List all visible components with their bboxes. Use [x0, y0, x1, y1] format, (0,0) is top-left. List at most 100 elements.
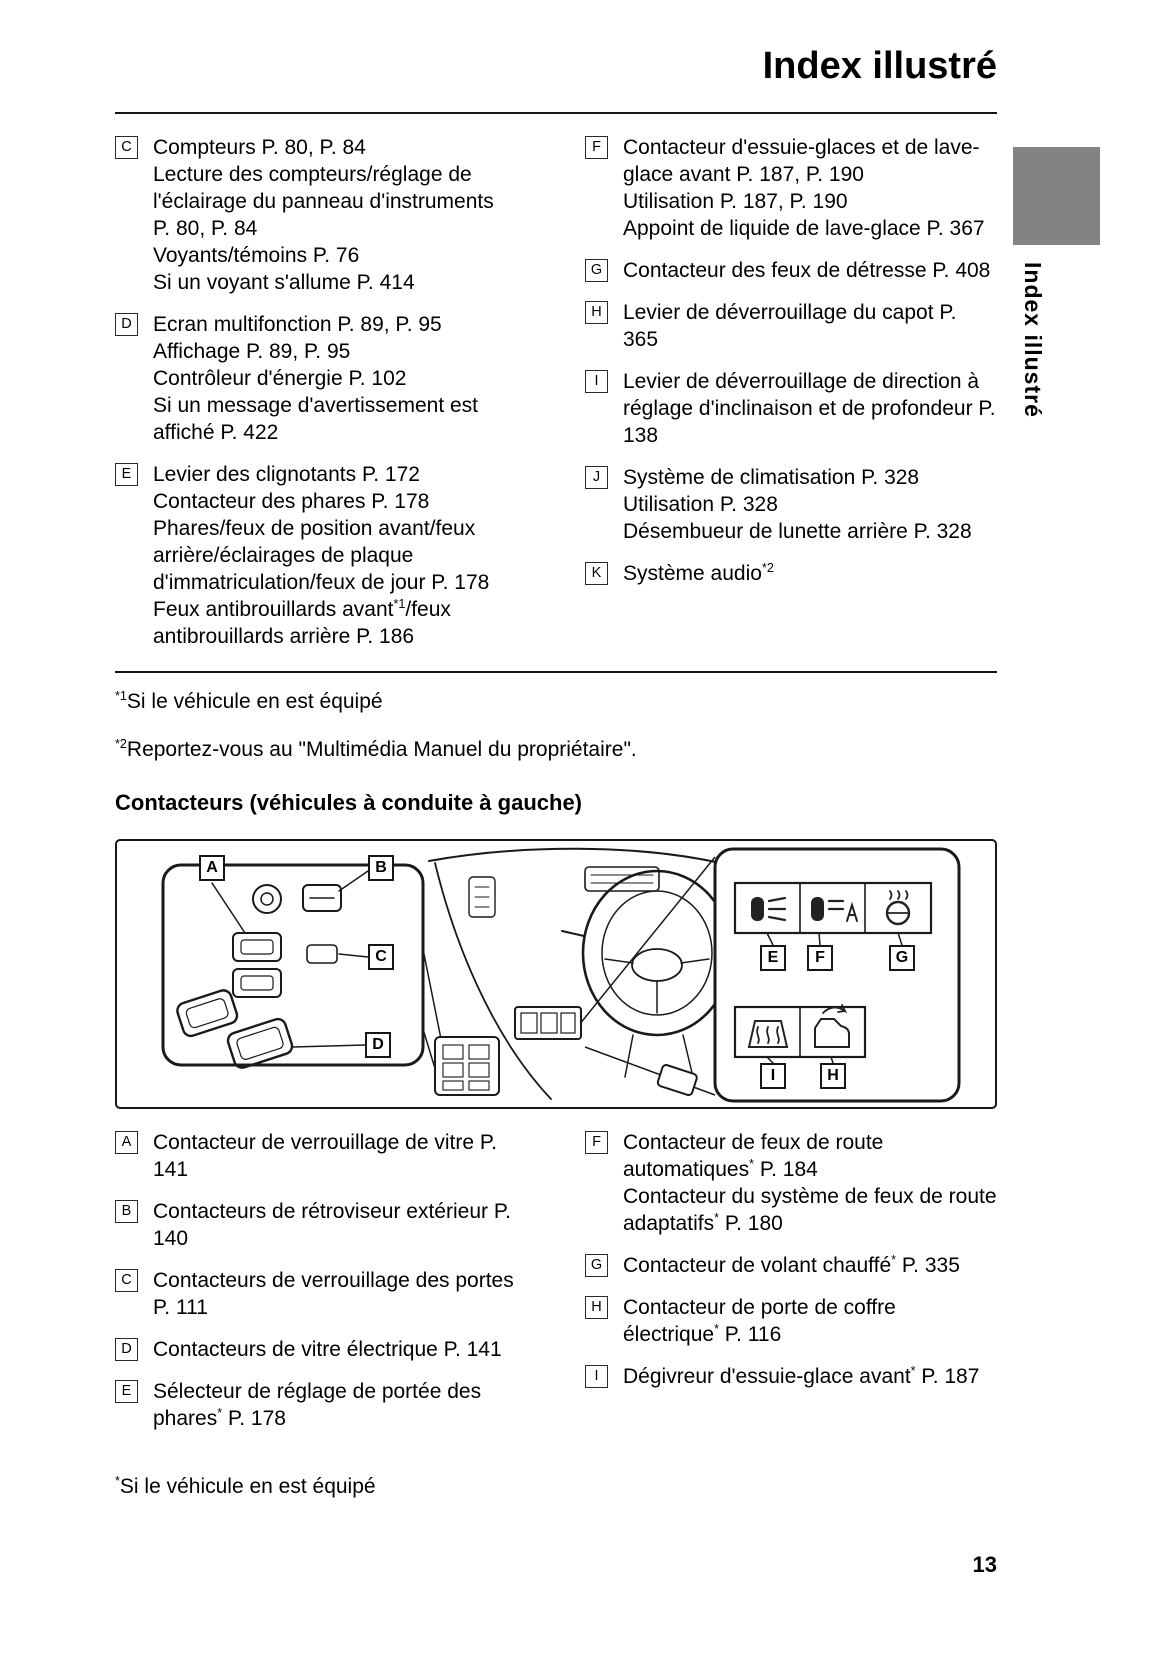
entry-letter-badge: H	[585, 301, 608, 324]
index-entry: H Levier de déverrouillage du capot P. 3…	[585, 299, 997, 353]
index-entry: B Contacteurs de rétroviseur extérieur P…	[115, 1198, 515, 1252]
footnote-2: *2Reportez-vous au "Multimédia Manuel du…	[115, 737, 637, 761]
entry-head: Sélecteur de réglage de portée des phare…	[153, 1380, 482, 1430]
heated-steering-wheel-icon	[885, 890, 911, 926]
page-number: 13	[972, 1552, 997, 1577]
index-entry: F Contacteur de feux de route automatiqu…	[585, 1129, 997, 1237]
entry-letter-badge: F	[585, 1131, 608, 1154]
entry-letter-badge: I	[585, 1365, 608, 1388]
figure-callout-d: D	[365, 1032, 391, 1058]
entry-head: Système de climatisation P. 328	[623, 466, 920, 489]
entry-line: Voyants/témoins P. 76	[153, 244, 360, 267]
top-divider	[115, 112, 997, 114]
figure-callout-b: B	[368, 855, 394, 881]
entry-head: Levier de déverrouillage de direction à …	[623, 370, 996, 447]
entry-letter-badge: A	[115, 1131, 138, 1154]
controls-illustration: A B C D E F G I H	[115, 839, 997, 1109]
entry-text: Levier de déverrouillage de direction à …	[623, 368, 997, 449]
entry-text: Contacteur des feux de détresse P. 408	[623, 257, 997, 284]
bottom-index-right-column: F Contacteur de feux de route automatiqu…	[585, 1129, 997, 1447]
entry-letter-badge: F	[585, 136, 608, 159]
entry-head: Contacteur des feux de détresse P. 408	[623, 259, 991, 282]
left-door-panel-inset	[161, 863, 425, 1069]
leader-lines-left	[211, 870, 369, 1048]
mirror-select-switch	[302, 884, 342, 912]
entry-head: Contacteur d'essuie-glaces et de lave-gl…	[623, 136, 980, 186]
entry-letter-badge: K	[585, 562, 608, 585]
entry-line: Désembueur de lunette arrière P. 328	[623, 520, 972, 543]
index-entry: J Système de climatisation P. 328 Utilis…	[585, 464, 997, 545]
figure-callout-e: E	[760, 945, 786, 971]
window-lock-switches	[232, 932, 338, 998]
power-back-door-icon	[814, 1004, 850, 1048]
chapter-tab-marker	[1013, 147, 1100, 245]
index-entry: G Contacteur de volant chauffé* P. 335	[585, 1252, 997, 1279]
entry-letter-badge: C	[115, 1269, 138, 1292]
illustration-art	[161, 847, 961, 1103]
windshield-defrost-icon	[747, 1020, 789, 1048]
entry-text: Contacteur de volant chauffé* P. 335	[623, 1252, 997, 1279]
figure-callout-f: F	[807, 945, 833, 971]
index-entry: K Système audio*2	[585, 560, 997, 587]
entry-text: Système audio*2	[623, 560, 997, 587]
top-index-left-column: C Compteurs P. 80, P. 84 Lecture des com…	[115, 134, 515, 665]
entry-letter-badge: D	[115, 313, 138, 336]
entry-letter-badge: I	[585, 370, 608, 393]
entry-line: Si un voyant s'allume P. 414	[153, 271, 415, 294]
center-switch-cluster	[514, 1006, 582, 1040]
right-switch-panel-inset	[713, 847, 961, 1103]
entry-text: Compteurs P. 80, P. 84 Lecture des compt…	[153, 134, 515, 296]
entry-text: Contacteur de verrouillage de vitre P. 1…	[153, 1129, 515, 1183]
entry-head: Contacteur de verrouillage de vitre P. 1…	[153, 1131, 497, 1181]
mid-divider	[115, 671, 997, 673]
entry-letter-badge: G	[585, 259, 608, 282]
entry-text: Ecran multifonction P. 89, P. 95 Afficha…	[153, 311, 515, 446]
leader-lines-right	[766, 932, 903, 1064]
entry-text: Contacteurs de rétroviseur extérieur P. …	[153, 1198, 515, 1252]
index-entry: E Sélecteur de réglage de portée des pha…	[115, 1378, 515, 1432]
footnote-1: *1Si le véhicule en est équipé	[115, 689, 383, 713]
entry-text: Contacteurs de verrouillage des portes P…	[153, 1267, 515, 1321]
entry-head: Levier des clignotants P. 172	[153, 463, 420, 486]
index-entry: D Ecran multifonction P. 89, P. 95 Affic…	[115, 311, 515, 446]
power-window-switches	[176, 989, 294, 1069]
index-entry: D Contacteurs de vitre électrique P. 141	[115, 1336, 515, 1363]
entry-text: Sélecteur de réglage de portée des phare…	[153, 1378, 515, 1432]
entry-text: Contacteur de porte de coffre électrique…	[623, 1294, 997, 1348]
index-entry: E Levier des clignotants P. 172 Contacte…	[115, 461, 515, 650]
entry-text: Levier de déverrouillage du capot P. 365	[623, 299, 997, 353]
entry-letter-badge: E	[115, 463, 138, 486]
figure-callout-c: C	[368, 944, 394, 970]
entry-text: Dégivreur d'essuie-glace avant* P. 187	[623, 1363, 997, 1390]
index-entry: F Contacteur d'essuie-glaces et de lave-…	[585, 134, 997, 242]
figure-callout-i: I	[760, 1063, 786, 1089]
index-entry: C Compteurs P. 80, P. 84 Lecture des com…	[115, 134, 515, 296]
entry-head: Contacteurs de vitre électrique P. 141	[153, 1338, 502, 1361]
entry-line: Phares/feux de position avant/feux arriè…	[153, 517, 490, 594]
page-title: Index illustré	[762, 45, 997, 87]
entry-text: Contacteur de feux de route automatiques…	[623, 1129, 997, 1237]
footnote-bottom: *Si le véhicule en est équipé	[115, 1474, 376, 1498]
entry-head: Contacteur de feux de route automatiques…	[623, 1131, 884, 1181]
entry-head: Système audio*2	[623, 561, 774, 585]
steering-wheel	[581, 869, 733, 1037]
page-content: Index illustré C Compteurs P. 80, P. 84 …	[115, 0, 997, 1521]
entry-line: Utilisation P. 187, P. 190	[623, 190, 848, 213]
index-entry: G Contacteur des feux de détresse P. 408	[585, 257, 997, 284]
entry-line: Lecture des compteurs/réglage de l'éclai…	[153, 163, 494, 240]
entry-text: Système de climatisation P. 328 Utilisat…	[623, 464, 997, 545]
bottom-index-left-column: A Contacteur de verrouillage de vitre P.…	[115, 1129, 515, 1447]
entry-text: Contacteurs de vitre électrique P. 141	[153, 1336, 515, 1363]
entry-head: Compteurs P. 80, P. 84	[153, 136, 366, 159]
index-entry: H Contacteur de porte de coffre électriq…	[585, 1294, 997, 1348]
accelerator-pedal	[656, 1064, 698, 1097]
entry-line: Contrôleur d'énergie P. 102	[153, 367, 407, 390]
figure-callout-h: H	[820, 1063, 846, 1089]
chapter-tab-label: Index illustré	[1020, 262, 1046, 418]
entry-letter-badge: G	[585, 1254, 608, 1277]
index-entry: I Levier de déverrouillage de direction …	[585, 368, 997, 449]
entry-head: Contacteur de volant chauffé* P. 335	[623, 1253, 960, 1277]
entry-line: Si un message d'avertissement est affich…	[153, 394, 478, 444]
index-entry: C Contacteurs de verrouillage des portes…	[115, 1267, 515, 1321]
